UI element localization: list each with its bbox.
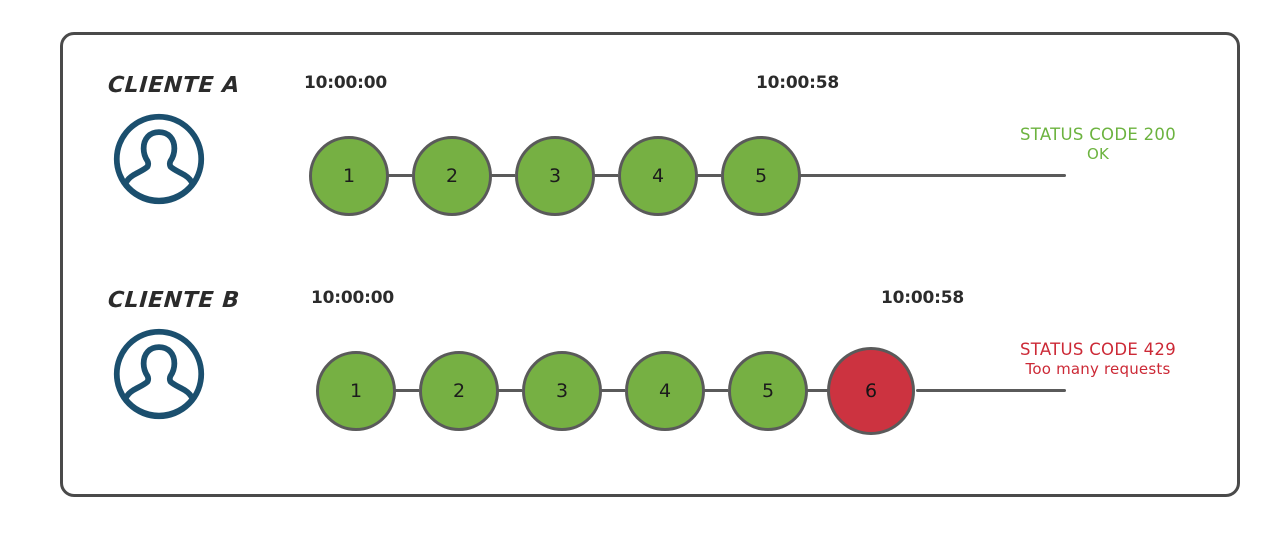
- user-avatar-icon: [111, 326, 207, 422]
- timestamp-end-b: 10:00:58: [881, 288, 964, 308]
- request-chain-b: 1 2 3 4 5 6: [311, 346, 1071, 438]
- chain-tail: [916, 389, 1066, 392]
- client-label-b: CLIENTE B: [107, 288, 241, 313]
- status-code-text: STATUS CODE 200: [1019, 125, 1177, 144]
- request-chain-a: 1 2 3 4 5: [304, 131, 1066, 223]
- chain-link: [588, 174, 618, 177]
- diagram-frame: CLIENTE A 10:00:00 10:00:58 1 2 3 4 5: [60, 32, 1240, 497]
- timestamp-start-b: 10:00:00: [311, 288, 394, 308]
- request-node[interactable]: 1: [309, 136, 389, 216]
- chain-tail: [794, 174, 1066, 177]
- timestamp-start-a: 10:00:00: [304, 73, 387, 93]
- status-message-text: Too many requests: [1025, 360, 1171, 379]
- request-node[interactable]: 3: [515, 136, 595, 216]
- chain-link: [691, 174, 721, 177]
- chain-link: [492, 389, 522, 392]
- status-badge-a: STATUS CODE 200 OK: [968, 125, 1228, 163]
- client-label-a: CLIENTE A: [107, 73, 241, 98]
- chain-link: [801, 389, 831, 392]
- timestamp-end-a: 10:00:58: [756, 73, 839, 93]
- status-code-text: STATUS CODE 429: [1019, 340, 1177, 359]
- request-node[interactable]: 2: [412, 136, 492, 216]
- status-badge-b: STATUS CODE 429 Too many requests: [968, 340, 1228, 378]
- chain-link: [485, 174, 515, 177]
- chain-link: [595, 389, 625, 392]
- request-node[interactable]: 4: [618, 136, 698, 216]
- chain-link: [389, 389, 419, 392]
- request-node[interactable]: 2: [419, 351, 499, 431]
- chain-link: [698, 389, 728, 392]
- chain-link: [382, 174, 412, 177]
- request-node[interactable]: 5: [728, 351, 808, 431]
- request-node[interactable]: 3: [522, 351, 602, 431]
- user-avatar-icon: [111, 111, 207, 207]
- request-node[interactable]: 1: [316, 351, 396, 431]
- request-node-rate-limited[interactable]: 6: [827, 347, 915, 435]
- status-message-text: OK: [1086, 145, 1110, 164]
- request-node[interactable]: 4: [625, 351, 705, 431]
- request-node[interactable]: 5: [721, 136, 801, 216]
